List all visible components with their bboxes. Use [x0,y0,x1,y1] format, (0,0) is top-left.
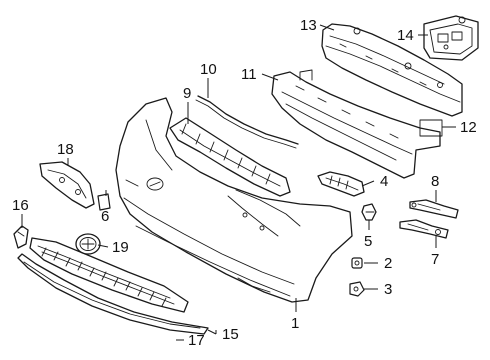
part-7-clip [399,219,449,239]
callout-18: 18 [57,141,74,158]
callout-9: 9 [183,85,191,102]
part-17-lower-grille [29,237,189,313]
callout-6: 6 [101,208,109,225]
part-2-nut [351,257,363,269]
callout-4: 4 [380,173,388,190]
callout-15: 15 [222,326,239,343]
callout-1: 1 [291,315,299,332]
leader-lines [21,24,456,341]
callout-11: 11 [241,66,257,83]
callout-10: 10 [200,61,217,78]
part-9-upper-grille [169,117,291,197]
callout-16: 16 [12,197,29,214]
callout-3: 3 [384,281,392,298]
callout-8: 8 [431,173,439,190]
part-19-emblem [75,233,101,255]
callout-2: 2 [384,255,392,272]
part-11-12-absorber [271,69,443,179]
part-15-lower-trim [17,253,209,335]
part-6-cap [97,193,111,211]
part-14-bracket [423,15,479,61]
part-16-side-bracket [13,225,29,249]
callout-17: 17 [188,332,205,349]
part-13-reinforcement [321,23,463,117]
callout-13: 13 [300,17,317,34]
part-10-molding [195,95,299,149]
callout-7: 7 [431,251,439,268]
part-4-bracket [317,171,365,197]
part-3-clip [349,281,365,297]
part-5-fastener [361,203,377,221]
callout-5: 5 [364,233,372,250]
callout-14: 14 [397,27,414,44]
callout-12: 12 [460,119,477,136]
part-8-clip [409,199,459,219]
callout-labels: 1 2 3 4 5 6 7 8 9 10 11 12 13 14 15 16 1… [12,17,477,349]
part-18-license-bracket [39,161,95,209]
part-1-bumper-cover [115,97,353,303]
callout-19: 19 [112,239,129,256]
